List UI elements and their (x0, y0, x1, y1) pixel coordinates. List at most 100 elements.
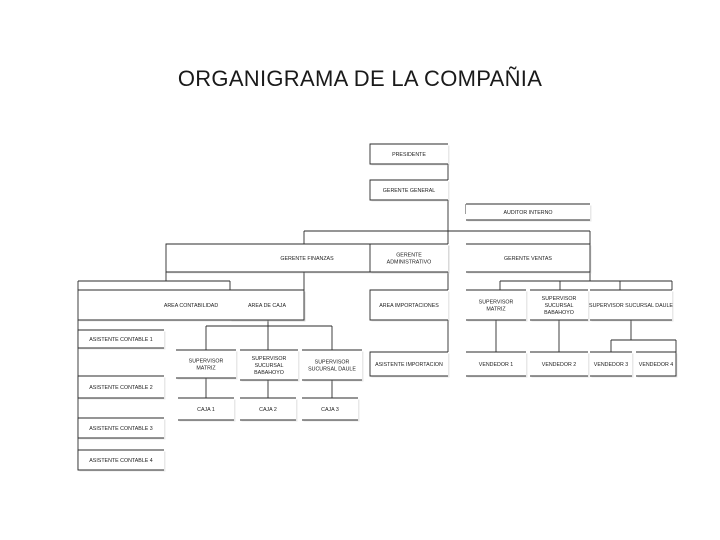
org-node-vendedor-3: VENDEDOR 3 (590, 351, 634, 378)
node-label-line: SUPERVISOR (479, 299, 514, 305)
page-title: ORGANIGRAMA DE LA COMPAÑIA (177, 66, 543, 91)
box-outline (230, 289, 305, 321)
node-label: ASISTENTE IMPORTACION (375, 362, 443, 368)
org-node-asistente-contable-2: ASISTENTE CONTABLE 2 (77, 375, 166, 400)
node-label-line: CAJA 1 (197, 407, 215, 413)
org-node-asistente-contable-1: ASISTENTE CONTABLE 1 (77, 329, 166, 350)
org-node-area-importaciones: AREA IMPORTACIONES (369, 289, 450, 322)
node-label-line: AREA DE CAJA (248, 303, 286, 309)
box-fill (466, 244, 590, 272)
node-label: VENDEDOR 2 (542, 362, 576, 368)
org-node-caja-1: CAJA 1 (178, 397, 236, 422)
node-label-line: GERENTE GENERAL (383, 188, 435, 194)
node-label: AREA IMPORTACIONES (379, 303, 439, 309)
box-outline (590, 351, 632, 377)
org-node-supervisor-sucursal-daule: SUPERVISOR SUCURSAL DAULE (589, 289, 674, 322)
node-label-line: VENDEDOR 2 (542, 362, 576, 368)
box-outline (302, 397, 358, 421)
org-node-gerente-ventas: GERENTE VENTAS (466, 243, 592, 274)
node-label-line: PRESIDENTE (392, 152, 426, 158)
box-fill (370, 244, 448, 272)
node-label-line: CAJA 3 (321, 407, 339, 413)
node-label: GERENTE FINANZAS (280, 256, 334, 262)
box-fill (636, 352, 676, 376)
node-label: CAJA 2 (259, 407, 277, 413)
node-label-line: VENDEDOR 3 (594, 362, 628, 368)
box-outline (165, 243, 448, 273)
box-outline (302, 349, 362, 381)
org-node-asistente-importacion: ASISTENTE IMPORTACION (369, 351, 450, 378)
node-label: ASISTENTE CONTABLE 4 (89, 458, 153, 464)
node-label-line: SUPERVISOR SUCURSAL DAULE (589, 303, 673, 309)
org-node-caja-2: CAJA 2 (240, 397, 298, 422)
node-label-line: AREA CONTABILIDAD (164, 303, 219, 309)
node-label-line: ASISTENTE CONTABLE 4 (89, 458, 153, 464)
org-node-asistente-contable-4: ASISTENTE CONTABLE 4 (77, 449, 166, 472)
node-label-line: MATRIZ (486, 306, 506, 312)
box-fill (370, 352, 448, 376)
org-node-vendedor-2: VENDEDOR 2 (530, 351, 590, 378)
box-fill (370, 180, 448, 200)
node-label: PRESIDENTE (392, 152, 426, 158)
box-fill (240, 350, 298, 380)
node-label-line: BABAHOYO (544, 310, 574, 316)
node-label-line: GERENTE (396, 252, 422, 258)
node-label-line: VENDEDOR 4 (639, 362, 673, 368)
box-fill (302, 398, 358, 420)
node-label-line: SUPERVISOR (252, 356, 287, 362)
org-node-presidente: PRESIDENTE (369, 143, 450, 166)
node-label: VENDEDOR 3 (594, 362, 628, 368)
org-node-gerente-general: GERENTE GENERAL (369, 179, 450, 202)
node-label: SUPERVISOR SUCURSAL DAULE (589, 303, 673, 309)
node-label-line: AUDITOR INTERNO (503, 210, 552, 216)
box-fill (370, 290, 448, 320)
node-label: CAJA 1 (197, 407, 215, 413)
box-fill (466, 290, 526, 320)
box-outline (178, 397, 234, 421)
org-node-caja-3: CAJA 3 (302, 397, 360, 422)
box-fill (530, 290, 588, 320)
box-outline (530, 351, 588, 377)
box-outline (240, 349, 298, 381)
box-outline (77, 375, 164, 399)
org-node-area-de-caja: AREA DE CAJA (230, 289, 306, 322)
node-label: ASISTENTE CONTABLE 2 (89, 385, 153, 391)
box-fill (590, 352, 632, 376)
box-fill (370, 144, 448, 164)
box-fill (466, 204, 590, 220)
node-label-line: SUPERVISOR (189, 358, 224, 364)
box-outline (466, 203, 590, 221)
box-outline (636, 351, 677, 377)
box-outline (369, 351, 448, 377)
box-fill (230, 290, 304, 320)
node-label: ASISTENTE CONTABLE 3 (89, 426, 153, 432)
box-outline (466, 351, 526, 377)
node-label-line: SUCURSAL (255, 363, 284, 369)
node-label-line: CAJA 2 (259, 407, 277, 413)
box-outline (77, 449, 164, 471)
org-node-asistente-contable-3: ASISTENTE CONTABLE 3 (77, 417, 166, 440)
box-fill (78, 450, 164, 470)
node-label-line: GERENTE FINANZAS (280, 256, 334, 262)
box-outline (466, 243, 591, 273)
org-node-auditor-interno: AUDITOR INTERNO (466, 203, 592, 222)
node-label: GERENTE GENERAL (383, 188, 435, 194)
box-fill (176, 350, 236, 378)
node-label-line: ADMINISTRATIVO (387, 259, 432, 265)
node-label: VENDEDOR 4 (639, 362, 673, 368)
node-label-line: BABAHOYO (254, 370, 284, 376)
box-outline (176, 349, 236, 379)
node-label-line: SUPERVISOR (315, 359, 350, 365)
box-outline (590, 289, 672, 321)
node-label: AREA CONTABILIDAD (164, 303, 219, 309)
node-label-line: GERENTE VENTAS (504, 256, 552, 262)
org-node-vendedor-1: VENDEDOR 1 (466, 351, 528, 378)
